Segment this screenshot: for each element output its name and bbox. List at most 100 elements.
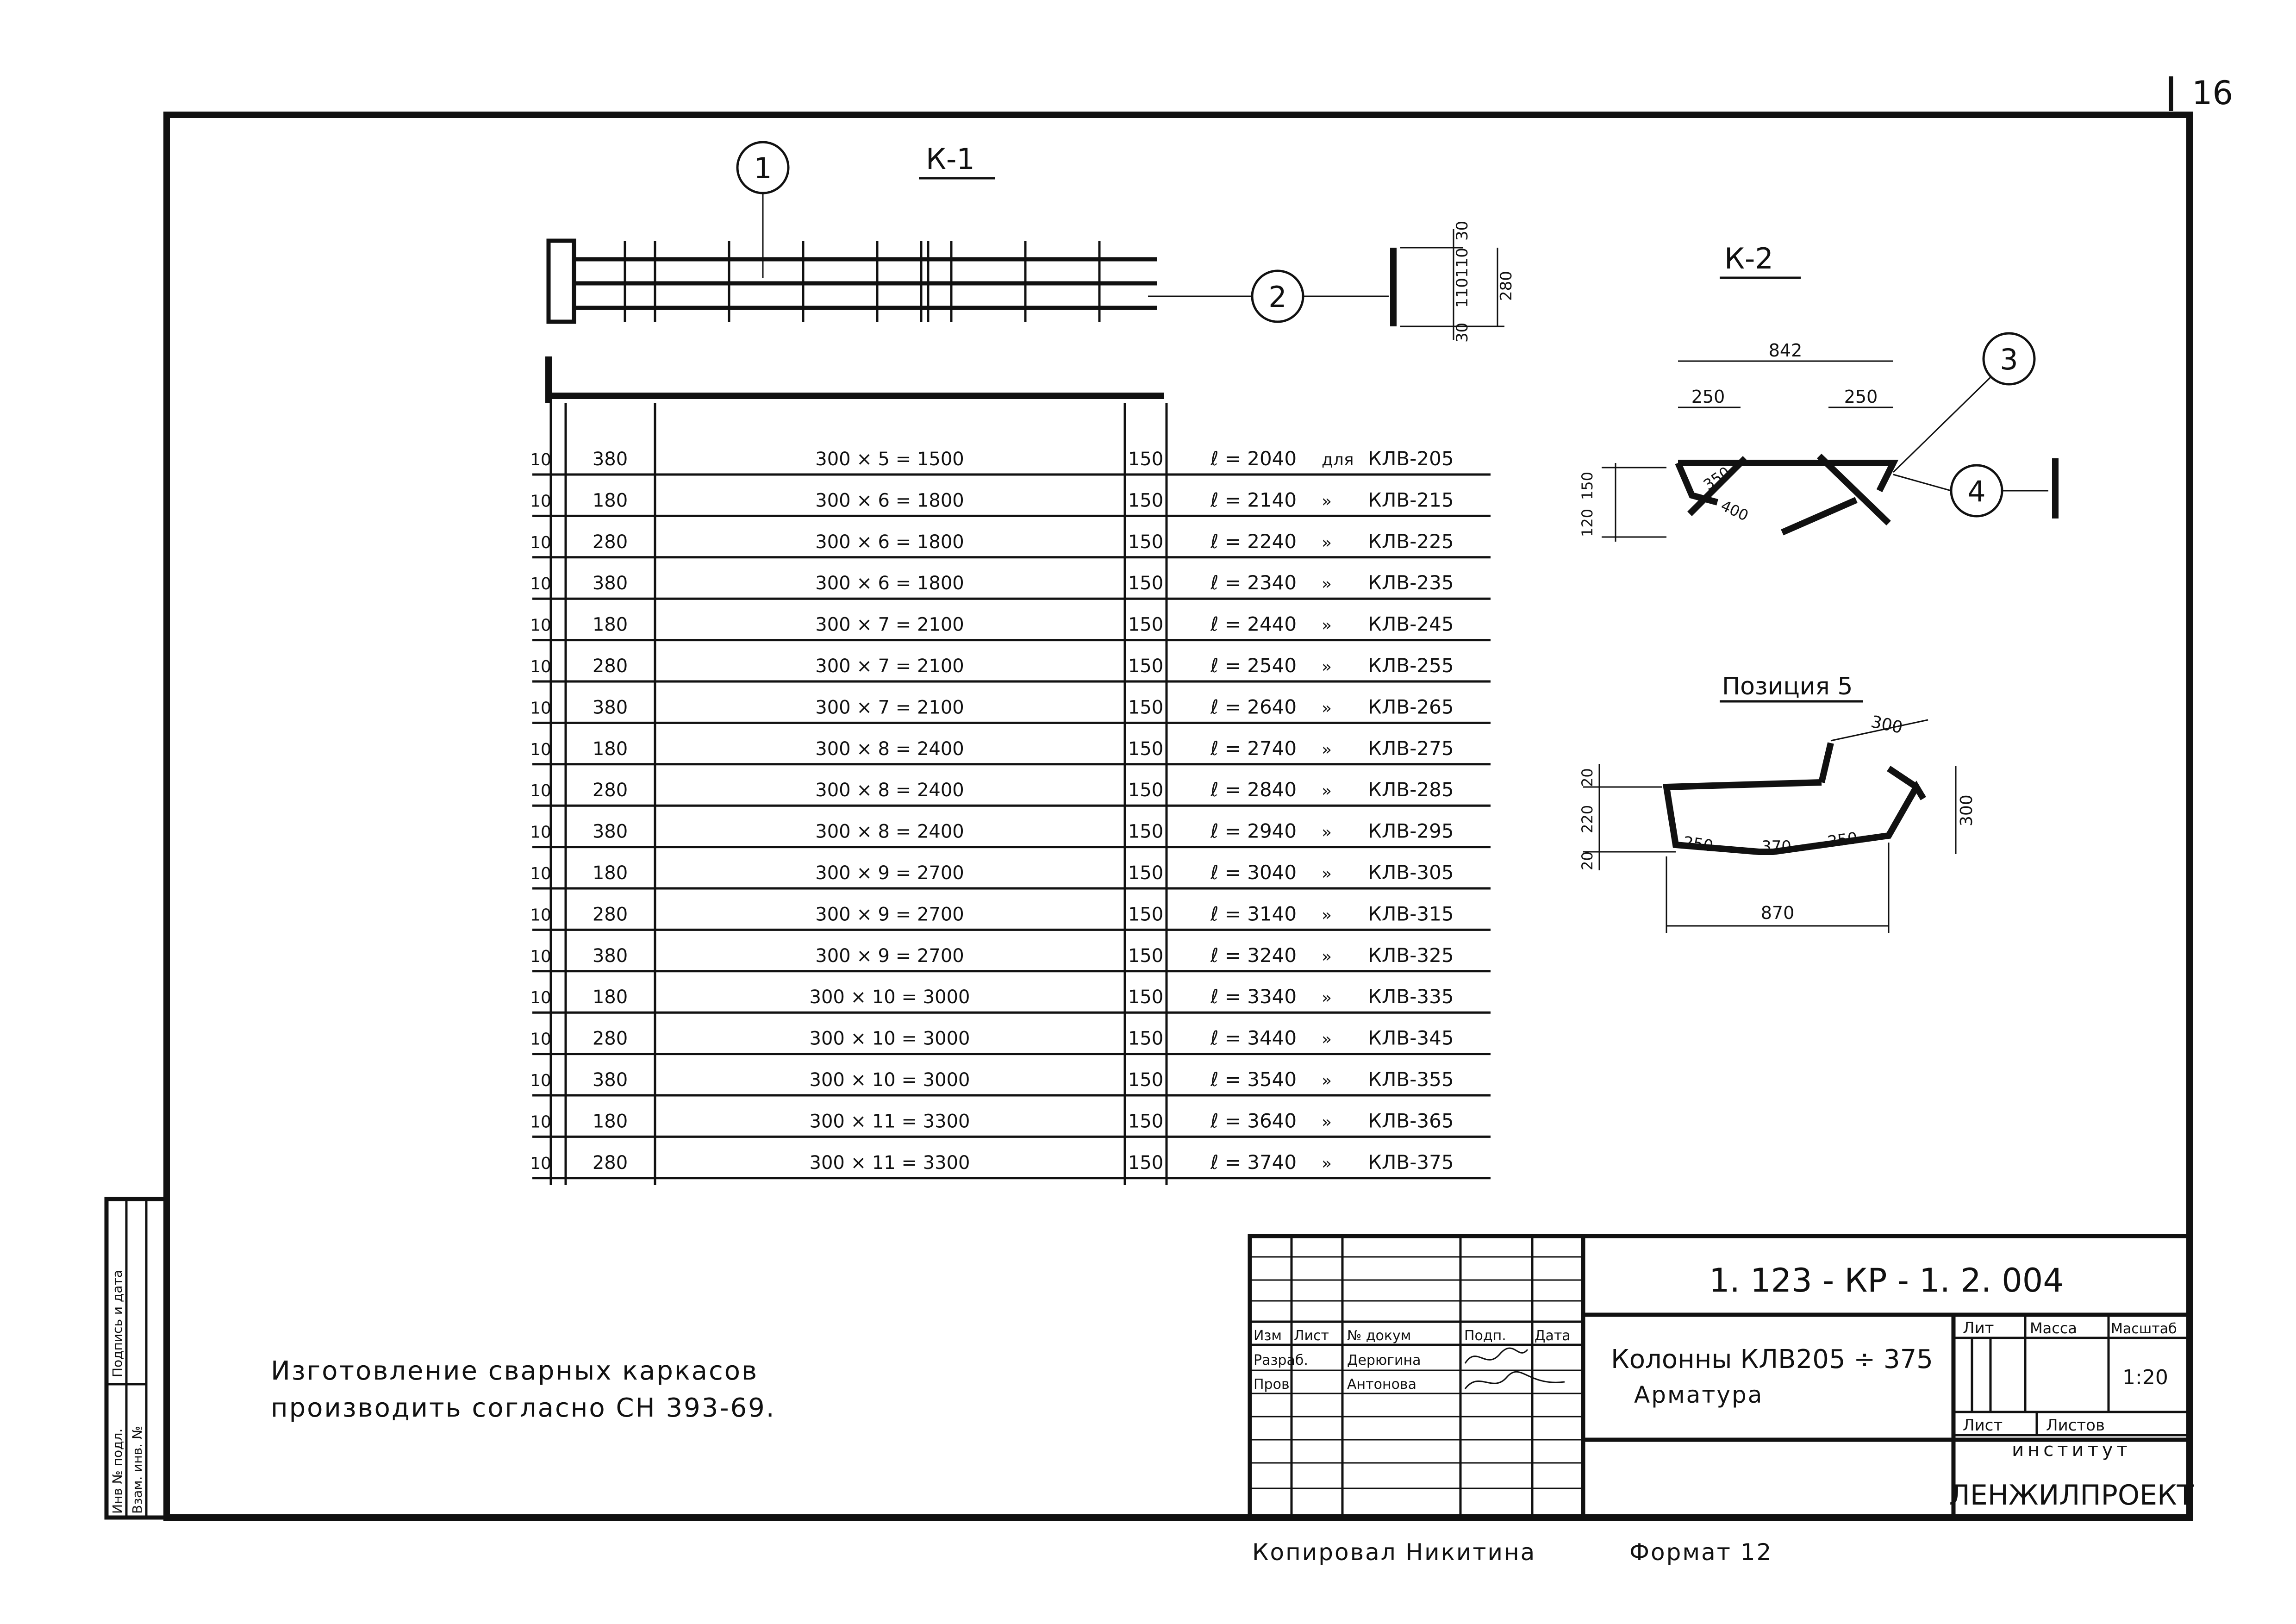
table-cell-g: КЛВ-285 xyxy=(1368,778,1454,801)
k1-dim: 110 xyxy=(1453,278,1472,308)
k1-title: К-1 xyxy=(926,142,975,176)
table-cell-d: 150 xyxy=(1128,862,1163,884)
table-cell-f: » xyxy=(1322,1030,1332,1049)
table-cell-d: 150 xyxy=(1128,1152,1163,1174)
tb-hdr-doc: № докум xyxy=(1347,1328,1411,1344)
table-cell-a: 10 xyxy=(530,657,551,676)
table-cell-a: 10 xyxy=(530,1112,551,1131)
table-cell-c: 300 × 9 = 2700 xyxy=(815,862,964,884)
pos5-title: Позиция 5 xyxy=(1722,673,1853,700)
k2-diagonal xyxy=(1781,497,1858,536)
table-cell-f: » xyxy=(1322,1071,1332,1090)
pos5-dim-line xyxy=(1830,719,1928,742)
k2-dim-250a: 250 xyxy=(1691,387,1725,407)
k1-end-plate xyxy=(546,238,576,324)
table-cell-b: 180 xyxy=(593,1111,628,1132)
signature-derjugina xyxy=(1464,1347,1529,1364)
table-cell-a: 10 xyxy=(530,492,551,511)
table-cell-a: 10 xyxy=(530,533,551,552)
table-cell-b: 180 xyxy=(593,862,628,884)
table-cell-g: КЛВ-355 xyxy=(1368,1068,1454,1091)
table-cell-g: КЛВ-365 xyxy=(1368,1109,1454,1132)
table-cell-f: » xyxy=(1322,781,1332,800)
table-cell-e: ℓ = 3540 xyxy=(1210,1068,1297,1091)
table-cell-d: 150 xyxy=(1128,573,1163,594)
k1-drawing: К-1 1 2 30 110 110 30 280 xyxy=(545,141,1516,403)
table-cell-d: 150 xyxy=(1128,449,1163,470)
table-cell-c: 300 × 10 = 3000 xyxy=(810,1028,970,1049)
table-cell-f: » xyxy=(1322,533,1332,552)
table-cell-c: 300 × 9 = 2700 xyxy=(815,945,964,967)
table-cell-f: » xyxy=(1322,823,1332,842)
table-cell-e: ℓ = 2040 xyxy=(1210,447,1297,470)
table-cell-g: КЛВ-255 xyxy=(1368,654,1454,677)
table-cell-b: 180 xyxy=(593,738,628,760)
pos5-dim: 220 xyxy=(1578,805,1596,833)
table-cell-f: » xyxy=(1322,575,1332,593)
side-stamp-sign: Подпись и дата xyxy=(110,1270,125,1377)
table-cell-f: для xyxy=(1322,450,1354,469)
table-cell-b: 180 xyxy=(593,987,628,1008)
table-cell-b: 280 xyxy=(593,1152,628,1174)
pos5-dim-300-top: 300 xyxy=(1869,712,1904,737)
table-cell-f: » xyxy=(1322,906,1332,924)
k2-callout-3-circle xyxy=(1982,332,2036,386)
table-cell-c: 300 × 7 = 2100 xyxy=(815,614,964,636)
table-cell-b: 380 xyxy=(593,573,628,594)
signature-antonova xyxy=(1464,1371,1565,1389)
table-cell-c: 300 × 11 = 3300 xyxy=(810,1111,970,1132)
table-cell-b: 180 xyxy=(593,614,628,636)
table-cell-g: КЛВ-375 xyxy=(1368,1151,1454,1174)
table-cell-c: 300 × 6 = 1800 xyxy=(815,531,964,553)
table-cell-b: 380 xyxy=(593,945,628,967)
side-stamp: Инв № подл. Подпись и дата Взам. инв. № xyxy=(104,1197,169,1520)
table-cell-g: КЛВ-305 xyxy=(1368,861,1454,884)
table-cell-e: ℓ = 2140 xyxy=(1210,488,1297,511)
pos5-bar-end xyxy=(1818,742,1834,783)
table-cell-d: 150 xyxy=(1128,1028,1163,1049)
table-cell-e: ℓ = 2340 xyxy=(1210,571,1297,594)
k2-leader-3 xyxy=(1892,376,1991,473)
table-cell-c: 300 × 10 = 3000 xyxy=(810,987,970,1008)
table-cell-a: 10 xyxy=(530,575,551,593)
table-cell-c: 300 × 7 = 2100 xyxy=(815,656,964,677)
pos5-dim: 250 xyxy=(1682,833,1715,856)
k2-title: К-2 xyxy=(1724,242,1773,275)
table-cell-b: 380 xyxy=(593,1069,628,1091)
table-cell-c: 300 × 8 = 2400 xyxy=(815,821,964,843)
table-cell-e: ℓ = 3140 xyxy=(1210,902,1297,925)
table-cell-a: 10 xyxy=(530,450,551,469)
tb-hdr-list: Лист xyxy=(1294,1328,1329,1344)
table-cell-a: 10 xyxy=(530,947,551,966)
tb-listov-label: Листов xyxy=(2046,1416,2105,1435)
table-cell-g: КЛВ-275 xyxy=(1368,737,1454,760)
table-cell-d: 150 xyxy=(1128,656,1163,677)
tb-prov-label: Пров. xyxy=(1254,1376,1294,1393)
table-cell-d: 150 xyxy=(1128,1111,1163,1132)
pos5-dim: 250 xyxy=(1827,829,1859,851)
pos5-dim: 20 xyxy=(1578,768,1596,787)
title-block-frame xyxy=(1248,1234,2192,1520)
table-cell-a: 10 xyxy=(530,823,551,842)
note-line-2: производить согласно СН 393-69. xyxy=(271,1393,776,1423)
table-cell-a: 10 xyxy=(530,616,551,635)
table-cell-f: » xyxy=(1322,1112,1332,1131)
table-cell-e: ℓ = 3240 xyxy=(1210,944,1297,967)
table-cell-e: ℓ = 2540 xyxy=(1210,654,1297,677)
side-stamp-frame xyxy=(104,1197,169,1520)
table-cell-a: 10 xyxy=(530,699,551,718)
table-cell-d: 150 xyxy=(1128,1069,1163,1091)
